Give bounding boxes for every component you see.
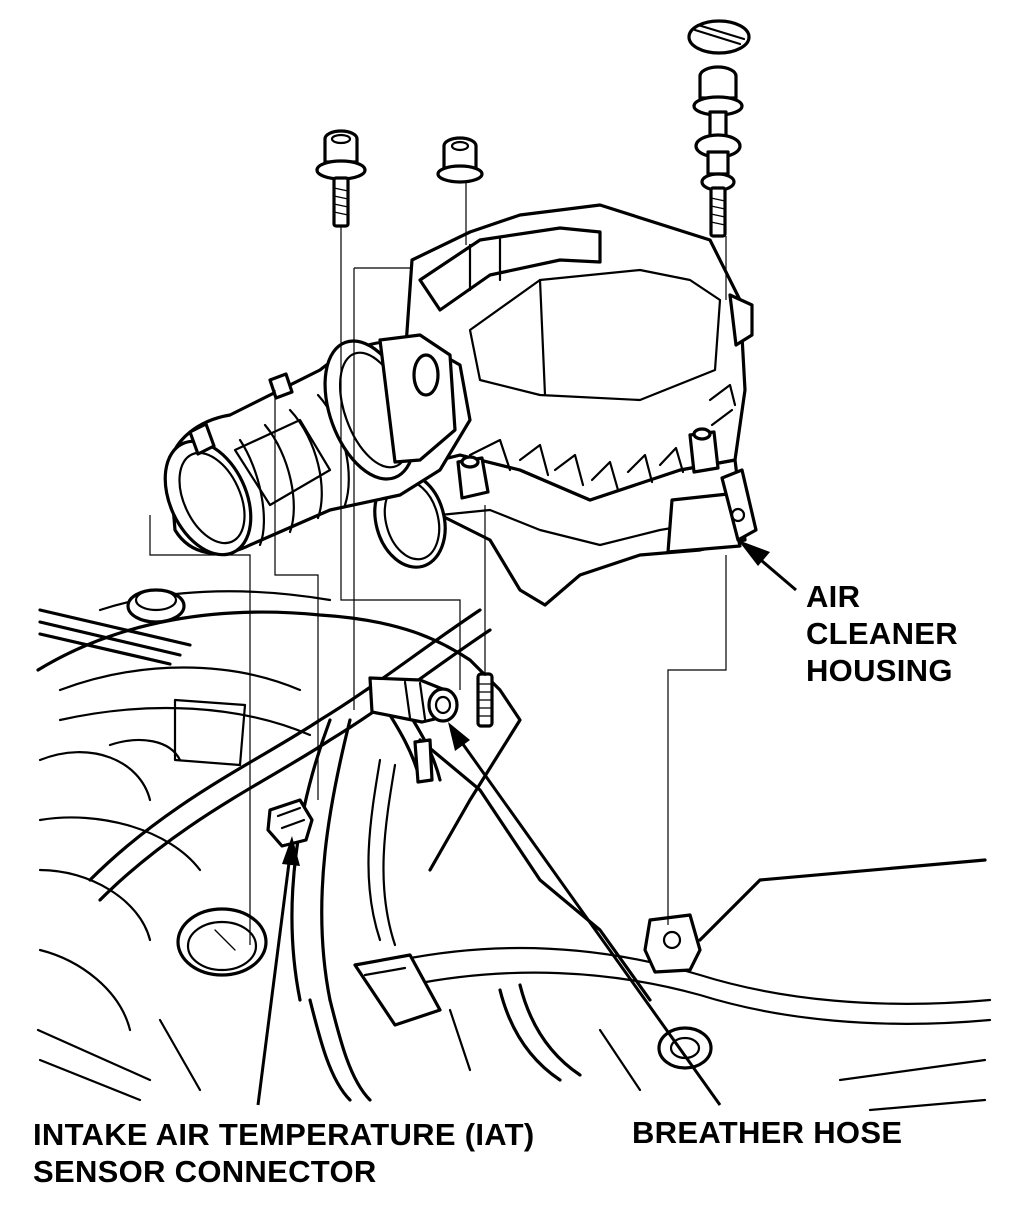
assembly-lines <box>149 181 727 945</box>
label-line: INTAKE AIR TEMPERATURE (IAT) <box>33 1117 535 1152</box>
bolt-left <box>315 129 367 228</box>
iat-sensor-connector-label: INTAKE AIR TEMPERATURE (IAT) SENSOR CONN… <box>33 1116 535 1190</box>
grommet-bolt-right <box>687 19 751 238</box>
mounting-stud <box>476 672 494 728</box>
breather-hose <box>368 676 459 784</box>
arrow-air-cleaner-housing <box>738 540 797 592</box>
nut-center <box>436 136 484 184</box>
label-line: HOUSING <box>806 653 953 688</box>
air-cleaner-housing-label: AIR CLEANER HOUSING <box>806 578 958 689</box>
label-line: CLEANER <box>806 616 958 651</box>
engine-bay <box>36 588 992 1112</box>
iat-sensor-connector <box>266 798 314 848</box>
label-line: AIR <box>806 579 861 614</box>
arrow-iat-sensor-connector <box>256 836 300 1106</box>
label-line: SENSOR CONNECTOR <box>33 1154 377 1189</box>
breather-hose-label: BREATHER HOSE <box>632 1115 903 1150</box>
arrow-breather-hose <box>448 722 722 1106</box>
